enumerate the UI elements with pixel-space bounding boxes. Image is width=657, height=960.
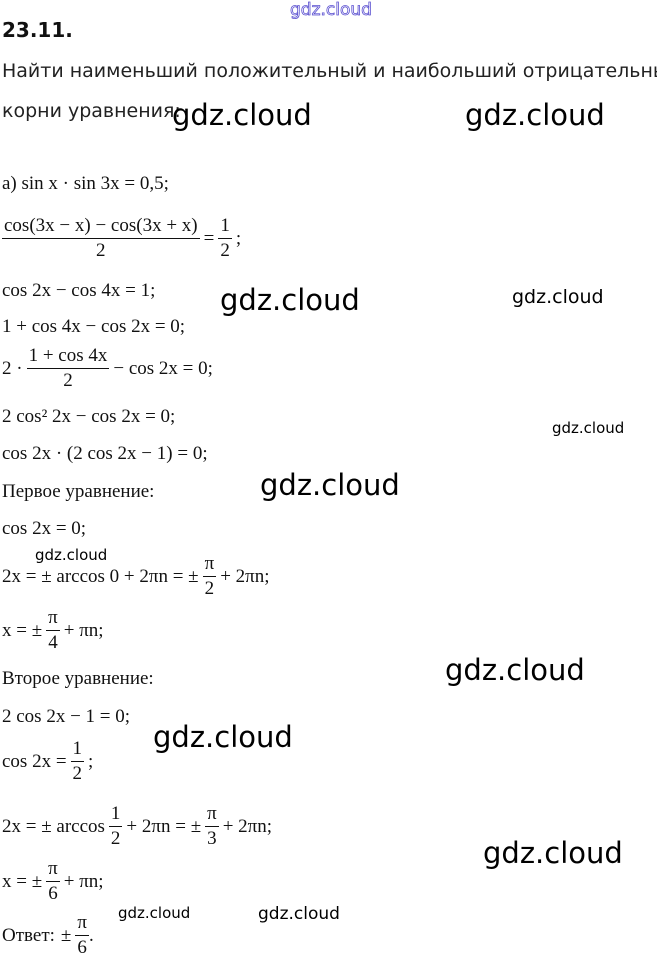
watermark: gdz.cloud bbox=[552, 419, 625, 437]
watermark: gdz.cloud bbox=[512, 286, 604, 308]
second-equation-label: Второе уравнение: bbox=[2, 668, 154, 689]
step-7: cos 2x = 0; bbox=[2, 518, 87, 539]
denominator: 2 bbox=[96, 240, 106, 261]
step-6: cos 2x · (2 cos 2x − 1) = 0; bbox=[2, 443, 208, 464]
denominator: 4 bbox=[48, 632, 58, 653]
prefix: 2x = ± arccos 0 + 2πn = ± bbox=[2, 566, 199, 587]
answer-label: Ответ: bbox=[2, 925, 55, 946]
denominator: 3 bbox=[207, 828, 217, 849]
first-equation-label: Первое уравнение: bbox=[2, 481, 155, 502]
task-text-2: корни уравнения: bbox=[2, 100, 181, 122]
numerator: 1 bbox=[108, 803, 123, 827]
step-3: 1 + cos 4x − cos 2x = 0; bbox=[2, 316, 186, 337]
denominator: 2 bbox=[63, 370, 73, 391]
denominator: 6 bbox=[77, 937, 87, 958]
suffix: + πn; bbox=[63, 620, 104, 641]
step-10: 2 cos 2x − 1 = 0; bbox=[2, 706, 131, 727]
step-2: cos 2x − cos 4x = 1; bbox=[2, 280, 156, 301]
prefix: 2 · bbox=[2, 358, 23, 379]
watermark: gdz.cloud bbox=[220, 283, 360, 317]
watermark: gdz.cloud bbox=[290, 0, 373, 20]
suffix: . bbox=[88, 925, 94, 946]
suffix: + 2πn; bbox=[222, 816, 273, 837]
denominator: 6 bbox=[48, 883, 58, 904]
watermark: gdz.cloud bbox=[465, 98, 605, 132]
denominator: 2 bbox=[72, 763, 83, 784]
numerator: 1 bbox=[70, 738, 85, 762]
watermark: gdz.cloud bbox=[172, 98, 312, 132]
prefix: cos 2x = bbox=[2, 751, 67, 772]
problem-number: 23.11. bbox=[2, 18, 73, 42]
numerator: 1 + cos 4x bbox=[26, 345, 110, 369]
step-5: 2 cos² 2x − cos 2x = 0; bbox=[2, 406, 176, 427]
watermark: gdz.cloud bbox=[35, 546, 108, 564]
watermark: gdz.cloud bbox=[153, 720, 293, 754]
suffix: + 2πn; bbox=[220, 566, 270, 587]
numerator: π bbox=[205, 803, 219, 827]
numerator: π bbox=[202, 553, 217, 577]
numerator: π bbox=[46, 607, 60, 631]
numerator: π bbox=[46, 858, 60, 882]
prefix: ± bbox=[60, 925, 72, 946]
equation-a: а) sin x · sin 3x = 0,5; bbox=[2, 173, 169, 194]
suffix: − cos 2x = 0; bbox=[113, 358, 213, 379]
watermark: gdz.cloud bbox=[260, 468, 400, 502]
numerator: π bbox=[75, 912, 89, 936]
prefix: x = ± bbox=[2, 620, 43, 641]
prefix: x = ± bbox=[2, 871, 43, 892]
task-text-1: Найти наименьший положительный и наиболь… bbox=[2, 60, 657, 82]
middle: + 2πn = ± bbox=[126, 816, 202, 837]
watermark: gdz.cloud bbox=[483, 836, 623, 870]
numerator: cos(3x − x) − cos(3x + x) bbox=[2, 215, 200, 239]
prefix: 2x = ± arccos bbox=[2, 816, 105, 837]
watermark: gdz.cloud bbox=[258, 904, 340, 924]
suffix: + πn; bbox=[63, 871, 104, 892]
denominator: 2 bbox=[220, 240, 230, 261]
semicolon: ; bbox=[235, 228, 242, 249]
watermark: gdz.cloud bbox=[445, 653, 585, 687]
numerator: 1 bbox=[218, 215, 232, 239]
denominator: 2 bbox=[204, 578, 215, 599]
watermark: gdz.cloud bbox=[118, 904, 191, 922]
equals: = bbox=[203, 228, 215, 249]
suffix: ; bbox=[88, 751, 94, 772]
denominator: 2 bbox=[110, 828, 121, 849]
